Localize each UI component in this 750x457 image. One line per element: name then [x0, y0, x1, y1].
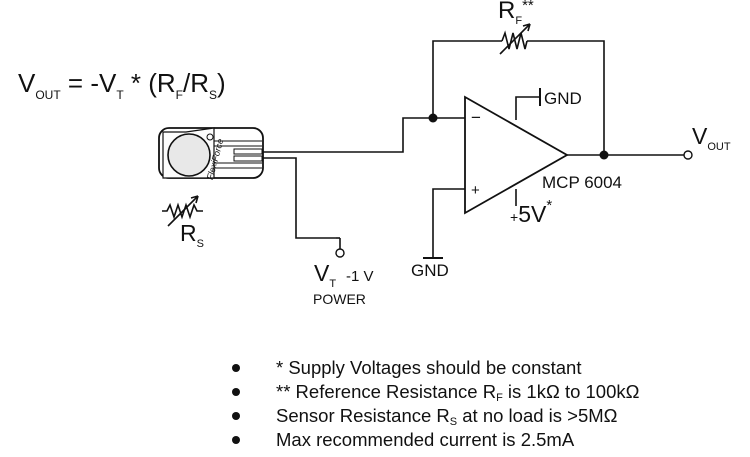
note-item: ** Reference Resistance RF is 1kΩ to 100… — [228, 380, 639, 404]
bullet-icon — [232, 412, 240, 420]
rf-label: RF** — [498, 0, 534, 27]
wire-feedback — [432, 40, 605, 155]
feedback-resistor-arrow — [499, 23, 531, 55]
op-amp-symbol — [464, 95, 569, 215]
inverting-input-label: − — [471, 108, 481, 127]
flexiforce-sensor: FlexiForce — [158, 127, 264, 181]
vt-label: VT — [314, 260, 336, 290]
junction-dot-output — [599, 150, 609, 160]
noninverting-input-label: + — [471, 182, 480, 199]
note-item: * Supply Voltages should be constant — [228, 356, 639, 380]
vt-value: -1 V — [346, 268, 374, 285]
power-label: POWER — [313, 291, 366, 307]
bullet-icon — [232, 364, 240, 372]
chip-label: MCP 6004 — [542, 173, 622, 192]
rs-label: RS — [180, 220, 204, 250]
sensor-resistor-arrow — [167, 195, 199, 227]
vout-equation: VOUT = -VT * (RF/RS) — [18, 68, 226, 102]
wire-sensor-to-power — [262, 157, 336, 239]
vout-label: VOUT — [692, 123, 731, 153]
gnd-label-top: GND — [544, 89, 582, 108]
supply-voltage-label: +5V* — [510, 197, 552, 227]
note-item: Sensor Resistance RS at no load is >5MΩ — [228, 404, 639, 428]
bullet-icon — [232, 436, 240, 444]
wire-opamp-gnd — [515, 96, 540, 120]
power-terminal — [335, 248, 345, 258]
feedback-resistor — [501, 30, 528, 50]
vout-terminal — [683, 150, 693, 160]
gnd-label-bottom: GND — [411, 261, 449, 280]
wire-noninverting-gnd — [432, 188, 465, 258]
sensor-resistor-symbol — [162, 202, 203, 220]
note-item: Max recommended current is 2.5mA — [228, 428, 639, 452]
junction-dot-inverting — [428, 113, 438, 123]
wire-sensor-to-node — [262, 117, 433, 153]
notes-list: * Supply Voltages should be constant ** … — [228, 356, 639, 452]
bullet-icon — [232, 388, 240, 396]
